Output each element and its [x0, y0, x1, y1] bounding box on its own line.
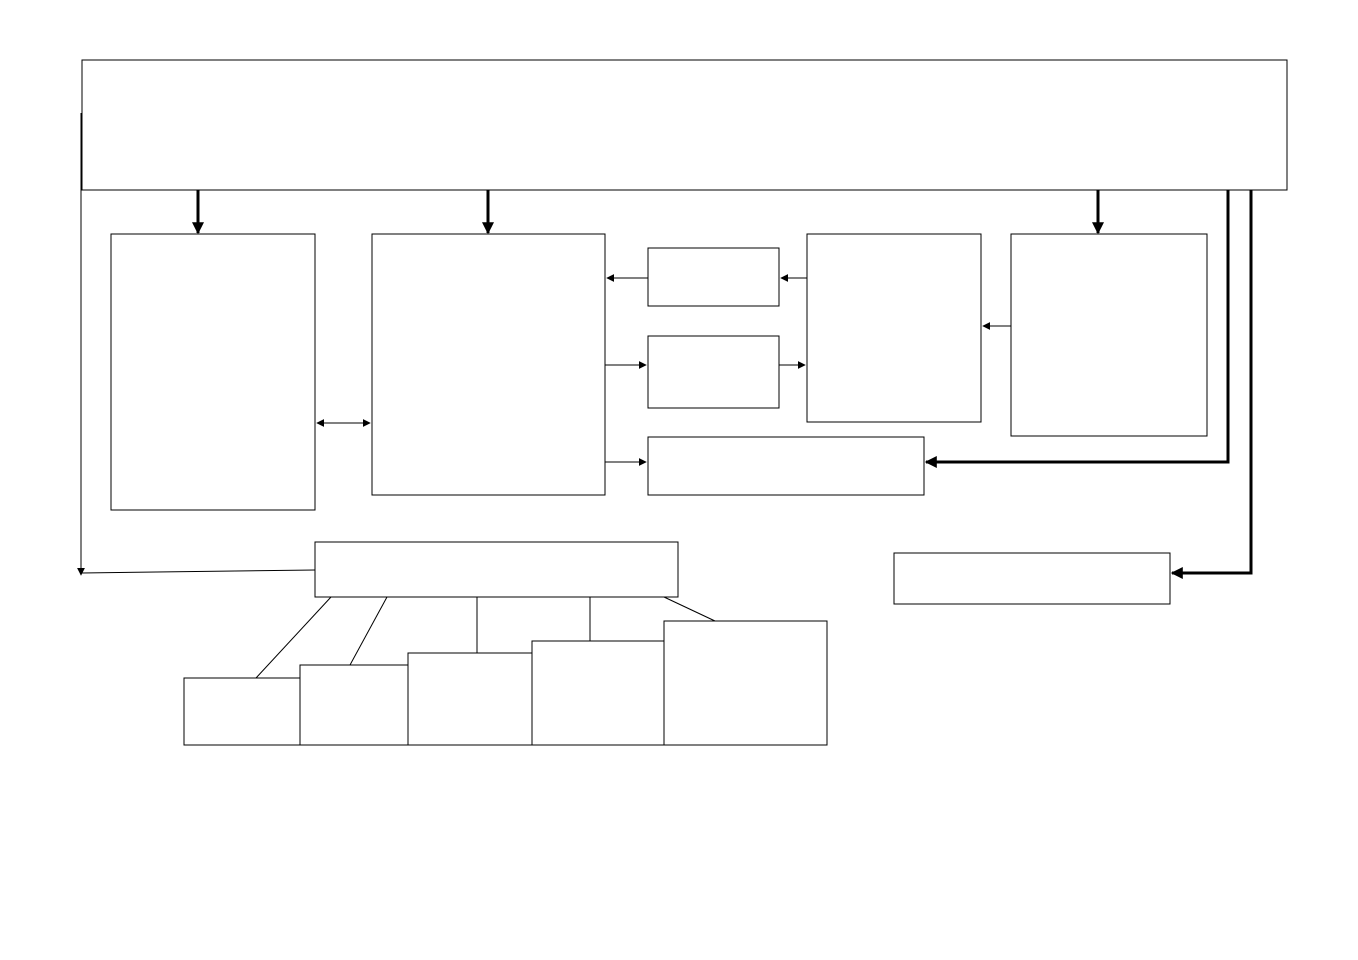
leaf-box-1: [183, 677, 301, 746]
far-right-box: [1010, 233, 1208, 437]
leaf-box-3: [407, 652, 533, 746]
small-middle-box: [647, 335, 780, 409]
hub-to-leaf-5-line: [663, 596, 716, 622]
top-banner-box: [81, 59, 1288, 191]
arrow-banner-to-wide-lower-box: [924, 190, 1230, 468]
left-tall-box: [110, 233, 316, 511]
hub-to-left-feedback-line: [81, 569, 316, 574]
right-center-box: [806, 233, 982, 423]
hub-to-leaf-1-line: [255, 596, 332, 679]
hub-box: [314, 541, 679, 598]
small-top-box: [647, 247, 780, 307]
leaf-box-2: [299, 664, 409, 746]
center-large-box: [371, 233, 606, 496]
arrow-banner-to-lower-right-box: [1170, 190, 1253, 579]
leaf-box-4: [531, 640, 665, 746]
leaf-box-5: [663, 620, 828, 746]
lower-right-box: [893, 552, 1171, 605]
hub-to-leaf-2-line: [349, 596, 388, 666]
wide-lower-box: [647, 436, 925, 496]
